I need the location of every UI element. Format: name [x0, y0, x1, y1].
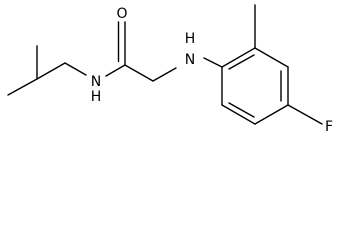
- ring-bond-1-inner: [228, 54, 255, 70]
- ring-bond-5: [221, 104, 256, 125]
- atom-label-amine-hydrogen: H: [185, 31, 196, 47]
- bond-ch2-amine: [152, 67, 177, 82]
- atom-label-amine-nitrogen: N: [185, 52, 195, 68]
- structure-canvas: O N H H N F: [7, 4, 333, 135]
- ring-bond-2: [254, 47, 289, 68]
- bond-carbonyl-ch2: [124, 64, 154, 82]
- atom-label-fluorine: F: [325, 119, 333, 135]
- ring-bond-4: [254, 104, 289, 125]
- atom-label-amide-nitrogen: N: [91, 74, 101, 90]
- atom-label-oxygen: O: [116, 6, 127, 22]
- bond-methyl-ch: [7, 78, 38, 96]
- bond-ch2-nh: [64, 62, 87, 76]
- bond-nh-carbonyl: [105, 64, 126, 77]
- ring-bond-1: [221, 47, 256, 68]
- ring-bond-5-inner: [228, 102, 255, 118]
- atom-label-amide-hydrogen: H: [91, 89, 102, 105]
- bond-ch-ch2: [36, 62, 66, 80]
- bond-ring-fluorine: [287, 104, 323, 125]
- molecule-drawing: O N H H N F: [7, 4, 333, 135]
- bond-amine-ring: [203, 57, 223, 68]
